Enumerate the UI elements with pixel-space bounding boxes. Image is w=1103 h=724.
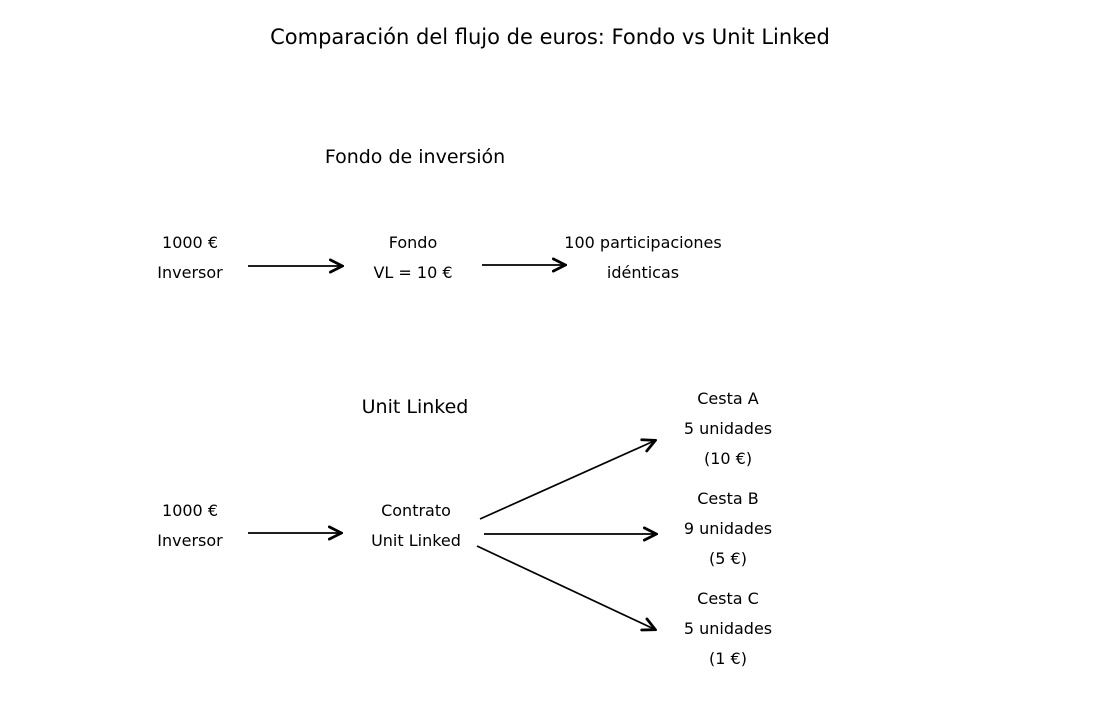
basket-a-name: Cesta A bbox=[697, 389, 759, 408]
basket-b-name: Cesta B bbox=[697, 489, 759, 508]
fondo-investor-label: Inversor bbox=[157, 263, 223, 282]
basket-a-units: 5 unidades bbox=[683, 419, 773, 438]
node-fondo-fund: Fondo VL = 10 € bbox=[373, 228, 452, 288]
fondo-fund-label: Fondo bbox=[388, 233, 438, 252]
basket-c-price: (1 €) bbox=[709, 649, 747, 668]
basket-b-price: (5 €) bbox=[709, 549, 747, 568]
ul-investor-label: Inversor bbox=[157, 531, 223, 550]
node-fondo-participations: 100 participaciones idénticas bbox=[564, 228, 721, 288]
arrow-contract-to-basket-a bbox=[479, 441, 654, 520]
ul-contract-line2: Unit Linked bbox=[371, 531, 461, 550]
fondo-participations-line1: 100 participaciones bbox=[564, 233, 722, 252]
basket-b-units: 9 unidades bbox=[683, 519, 773, 538]
diagram-title: Comparación del flujo de euros: Fondo vs… bbox=[270, 25, 830, 49]
node-fondo-investor: 1000 € Inversor bbox=[157, 228, 222, 288]
ul-investor-amount: 1000 € bbox=[162, 501, 218, 520]
basket-a-price: (10 €) bbox=[703, 449, 753, 468]
arrow-contract-to-basket-c bbox=[476, 545, 654, 629]
fondo-fund-nav: VL = 10 € bbox=[373, 263, 453, 282]
ul-contract-line1: Contrato bbox=[381, 501, 451, 520]
node-basket-a: Cesta A 5 unidades (10 €) bbox=[684, 384, 772, 474]
basket-c-units: 5 unidades bbox=[683, 619, 773, 638]
section-heading-fondo: Fondo de inversión bbox=[324, 146, 506, 168]
node-basket-c: Cesta C 5 unidades (1 €) bbox=[684, 584, 772, 674]
node-ul-investor: 1000 € Inversor bbox=[157, 496, 222, 556]
node-ul-contract: Contrato Unit Linked bbox=[371, 496, 461, 556]
fondo-investor-amount: 1000 € bbox=[162, 233, 218, 252]
section-heading-unit-linked: Unit Linked bbox=[361, 396, 469, 418]
basket-c-name: Cesta C bbox=[697, 589, 759, 608]
node-basket-b: Cesta B 9 unidades (5 €) bbox=[684, 484, 772, 574]
fondo-participations-line2: idénticas bbox=[606, 263, 680, 282]
